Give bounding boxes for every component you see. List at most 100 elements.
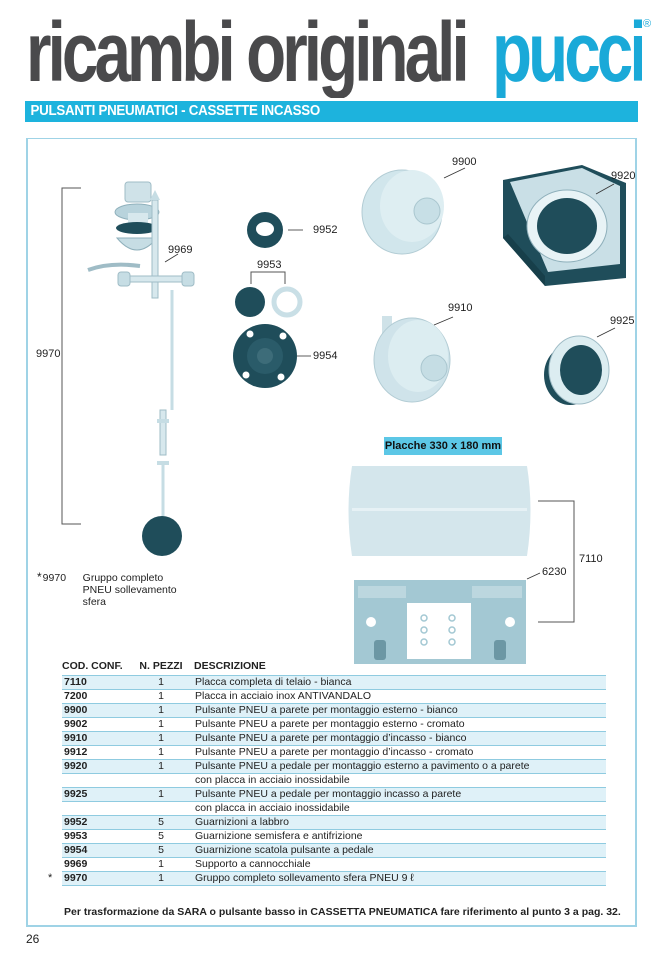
cell-description: con placca in acciaio inossidabile [194, 773, 606, 788]
cell-code: 7110 [62, 675, 128, 690]
callout-7110: 7110 [579, 553, 603, 565]
callout-9925: 9925 [610, 315, 635, 327]
cell-pieces: 5 [128, 829, 194, 844]
cell-pieces: 1 [128, 787, 194, 802]
cell-pieces [128, 773, 194, 788]
header-description: DESCRIZIONE [194, 660, 266, 672]
cell-description: Guarnizione scatola pulsante a pedale [194, 843, 606, 858]
table-row: con placca in acciaio inossidabile [62, 801, 606, 816]
cell-pieces: 1 [128, 759, 194, 774]
footer-note: Per trasformazione da SARA o pulsante ba… [64, 906, 621, 918]
registered-mark: ® [643, 18, 652, 30]
row-asterisk-marker: * [48, 871, 53, 884]
content-frame [26, 138, 637, 927]
plate-7110-image [348, 466, 531, 556]
cell-pieces: 1 [128, 703, 194, 718]
page-title: ricambi originali pucci [26, 6, 646, 98]
cell-pieces: 1 [128, 689, 194, 704]
bracket-9970 [61, 187, 81, 525]
cell-description: Supporto a cannocchiale [194, 857, 606, 872]
cell-code: 9952 [62, 815, 128, 830]
cell-code [62, 773, 128, 788]
callout-9969: 9969 [168, 244, 193, 256]
cell-pieces: 5 [128, 815, 194, 830]
pedal-box-seal-9954-image [233, 324, 297, 388]
cell-description: Placca in acciaio inox ANTIVANDALO [194, 689, 606, 704]
lip-seal-9952-image [247, 212, 283, 248]
callout-9953: 9953 [257, 259, 282, 271]
page-number: 26 [26, 932, 40, 946]
cell-description: con placca in acciaio inossidabile [194, 801, 606, 816]
cell-description: Guarnizione semisfera e antifrizione [194, 829, 606, 844]
cell-code: 9953 [62, 829, 128, 844]
cell-description: Pulsante PNEU a parete per montaggio est… [194, 717, 606, 732]
brand-logo-box: pucci [492, 6, 642, 98]
cell-description: Gruppo completo sollevamento sfera PNEU … [194, 871, 606, 886]
cell-description: Pulsante PNEU a pedale per montaggio inc… [194, 787, 606, 802]
footnote-description: Gruppo completo PNEU sollevamento sfera [82, 572, 177, 608]
header-code: COD. CONF. [62, 660, 123, 672]
cell-code [62, 801, 128, 816]
cell-code: 9954 [62, 843, 128, 858]
section-title: PULSANTI PNEUMATICI - CASSETTE INCASSO [30, 103, 321, 119]
cell-description: Pulsante PNEU a pedale per montaggio est… [194, 759, 606, 774]
cell-pieces: 1 [128, 745, 194, 760]
cell-description: Pulsante PNEU a parete per montaggio est… [194, 703, 606, 718]
brand-logo: pucci [492, 6, 642, 98]
cell-code: 9912 [62, 745, 128, 760]
cell-pieces: 1 [128, 871, 194, 886]
cell-pieces: 1 [128, 857, 194, 872]
recessed-pedal-9925-image [544, 335, 610, 405]
cell-description: Pulsante PNEU a parete per montaggio d’i… [194, 731, 606, 746]
flush-button-9910-image [373, 316, 451, 403]
cell-code: 9902 [62, 717, 128, 732]
title-main: ricambi originali [26, 6, 466, 98]
title-main-box: ricambi originali [26, 6, 466, 98]
callout-9954: 9954 [313, 350, 338, 362]
cell-code: 7200 [62, 689, 128, 704]
cell-pieces [128, 801, 194, 816]
frame-6230-image [354, 580, 526, 664]
header-pieces: N. PEZZI [139, 660, 183, 672]
footnote-code: 9970 [42, 572, 67, 584]
footnote-9970: * 9970 Gruppo completo PNEU sollevamento… [37, 570, 193, 608]
asterisk-marker: * [37, 570, 42, 584]
callout-9900: 9900 [452, 156, 477, 168]
pedal-button-9920-image [503, 165, 626, 286]
cell-code: 9910 [62, 731, 128, 746]
cell-description: Guarnizioni a labbro [194, 815, 606, 830]
cell-pieces: 1 [128, 675, 194, 690]
table-header: COD. CONF. N. PEZZI DESCRIZIONE [62, 661, 606, 676]
section-banner: PULSANTI PNEUMATICI - CASSETTE INCASSO [25, 101, 638, 122]
cell-pieces: 1 [128, 717, 194, 732]
callout-9970: 9970 [36, 348, 61, 360]
cell-description: Pulsante PNEU a parete per montaggio d’i… [194, 745, 606, 760]
cell-pieces: 1 [128, 731, 194, 746]
callout-6230: 6230 [542, 566, 567, 578]
float-assembly-image [87, 181, 195, 556]
hemisphere-seal-9953-image [235, 286, 303, 318]
plate-size-label: Placche 330 x 180 mm [384, 437, 502, 455]
cell-code: 9969 [62, 857, 128, 872]
cell-code: 9925 [62, 787, 128, 802]
callout-9952: 9952 [313, 224, 338, 236]
cell-code: 9970 [62, 871, 128, 886]
cell-code: 9920 [62, 759, 128, 774]
callout-9920: 9920 [611, 170, 636, 182]
callout-9910: 9910 [448, 302, 473, 314]
table-row: con placca in acciaio inossidabile [62, 773, 606, 788]
